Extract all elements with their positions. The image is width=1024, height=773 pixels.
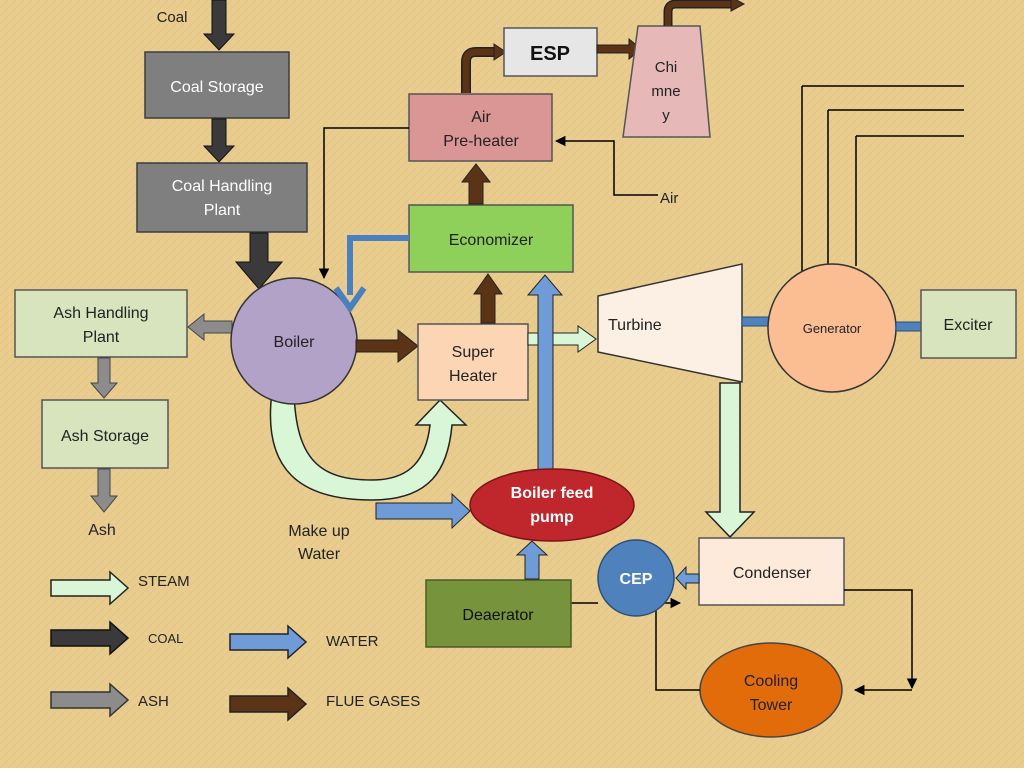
condenser-label: Condenser (733, 565, 812, 582)
exciter-label: Exciter (944, 317, 994, 334)
chimney-shape (622, 25, 711, 138)
economizer-label: Economizer (449, 232, 534, 249)
legend-flue-label: FLUE GASES (326, 693, 420, 710)
coal-handling-label-2: Plant (204, 202, 241, 219)
condenser-box (698, 537, 845, 606)
cooling-tower-label-1: Cooling (744, 673, 798, 690)
legend-coal-label: COAL (148, 631, 183, 646)
legend-water-label: WATER (326, 633, 379, 650)
ash-storage-label: Ash Storage (61, 428, 149, 445)
super-heater-box (417, 323, 529, 401)
air-inlet-line (554, 135, 658, 196)
ash-arrow-2 (89, 357, 119, 399)
cooling-tower-label-2: Tower (750, 697, 793, 714)
flue-arrowhead-esp (493, 43, 507, 61)
legend-ash-label: ASH (138, 693, 169, 710)
water-pipe-economizer-boiler (347, 235, 409, 295)
bfp-label-2: pump (530, 509, 574, 526)
water-arrow-condenser-cep (675, 565, 700, 591)
flue-pipe-to-esp (462, 48, 496, 93)
generator-exciter-shaft (895, 321, 923, 332)
ash-storage-box (41, 399, 169, 469)
ash-arrow-from-boiler (187, 312, 233, 342)
flue-arrow-superheater-economizer (473, 273, 503, 324)
air-preheater-label-1: Air (471, 109, 491, 126)
legend-coal-swatch (50, 620, 130, 656)
flue-arrowhead-out (730, 0, 746, 12)
flue-arrow-economizer-preheater (460, 163, 492, 205)
boiler-label: Boiler (274, 334, 316, 351)
chimney-label-3: y (662, 107, 670, 124)
coal-handling-label-1: Coal Handling (172, 178, 273, 195)
ash-handling-box (14, 289, 188, 358)
chimney-label-1: Chi (655, 59, 678, 76)
steam-arrow-to-turbine (527, 325, 597, 353)
deaerator-box (425, 579, 572, 648)
cooling-return-line (655, 597, 700, 691)
ash-handling-label-2: Plant (83, 329, 120, 346)
ash-handling-label-1: Ash Handling (53, 305, 148, 322)
air-preheater-box (408, 93, 553, 162)
legend-flue-swatch (229, 686, 308, 722)
makeup-water-label-1: Make up (288, 523, 349, 540)
legend-steam-label: STEAM (138, 573, 190, 590)
flue-arrow-boiler-superheater (355, 328, 419, 364)
air-input-label: Air (660, 190, 678, 207)
legend-ash-swatch (50, 682, 130, 718)
coal-arrow-to-boiler (234, 232, 284, 290)
coal-input-label: Coal (157, 9, 188, 26)
coal-storage-box (144, 51, 290, 119)
super-heater-label-2: Heater (449, 368, 498, 385)
turbine-shape (597, 263, 743, 383)
exciter-box (920, 289, 1017, 359)
chimney-label-2: mne (651, 83, 680, 100)
legend-steam-swatch (50, 570, 130, 606)
coal-arrow-2 (202, 118, 236, 163)
turbine-generator-shaft (741, 316, 771, 327)
deaerator-label: Deaerator (462, 607, 534, 624)
cooling-water-out-line (844, 589, 918, 690)
flue-pipe-out (665, 1, 732, 26)
cep-circle[interactable] (597, 539, 675, 617)
coal-storage-label: Coal Storage (170, 79, 263, 96)
hot-air-line (318, 127, 409, 280)
water-arrow-makeup (375, 492, 471, 530)
turbine-label: Turbine (608, 317, 662, 334)
generator-label: Generator (803, 321, 862, 336)
coal-arrow-in (202, 0, 236, 51)
economizer-box (408, 204, 574, 273)
water-arrow-deaerator-bfp (515, 540, 549, 580)
coal-handling-box (136, 162, 308, 233)
ash-output-label: Ash (88, 522, 116, 539)
water-arrowhead-boiler (333, 286, 367, 314)
legend: STEAM COAL ASH WATER FLUE GASES (50, 570, 420, 722)
steam-loop-arrow (269, 391, 468, 501)
esp-box (503, 27, 598, 77)
boiler-feed-pump-ellipse[interactable] (469, 468, 635, 542)
steam-arrow-turbine-condenser (704, 382, 756, 539)
bfp-label-1: Boiler feed (511, 485, 594, 502)
ash-arrow-out (89, 468, 119, 513)
esp-label: ESP (530, 43, 570, 65)
makeup-water-label-2: Water (298, 546, 341, 563)
legend-water-swatch (229, 624, 308, 660)
air-preheater-label-2: Pre-heater (443, 133, 519, 150)
water-arrow-bfp-economizer (526, 274, 564, 471)
cooling-tower-ellipse (699, 642, 843, 738)
super-heater-label-1: Super (452, 344, 495, 361)
cep-label: CEP (620, 571, 653, 588)
